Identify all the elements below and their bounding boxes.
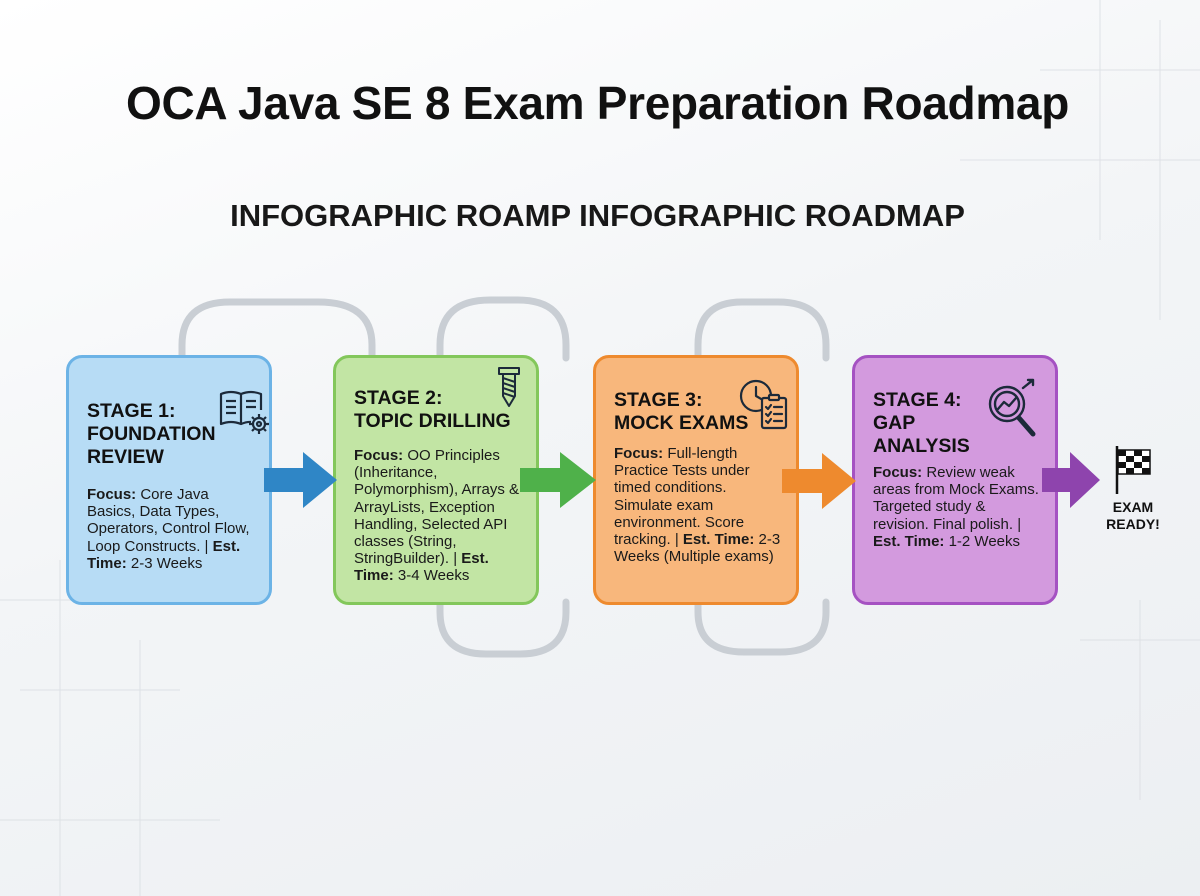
stage-3-description: Focus: Full-length Practice Tests under … — [614, 445, 786, 565]
stage-3-time-text: 2-3 Weeks (Multiple exams) — [614, 531, 781, 566]
stage-1-heading: STAGE 1: FOUNDATION REVIEW — [87, 400, 216, 468]
book-gear-icon — [219, 390, 269, 434]
stage-4-heading: STAGE 4: GAP ANALYSIS — [873, 389, 970, 457]
stage-1-time-label: Est. Time: — [87, 537, 241, 572]
stage-2-card: STAGE 2: TOPIC DRILLING Focus: OO Princi… — [333, 355, 539, 605]
stage-2-description: Focus: OO Principles (Inheritance, Polym… — [354, 447, 526, 585]
stage-4-focus-label: Focus: — [873, 464, 923, 481]
stage-2-focus-text: OO Principles (Inheritance, Polymorphism… — [354, 447, 520, 568]
clock-checklist-icon — [739, 379, 788, 430]
page-title: OCA Java SE 8 Exam Preparation Roadmap — [125, 77, 1070, 129]
arrow-stage-3-to-4 — [782, 453, 856, 509]
stage-1-description: Focus: Core Java Basics, Data Types, Ope… — [87, 486, 259, 572]
screw-icon — [498, 367, 520, 407]
magnifier-chart-icon — [988, 378, 1036, 437]
stage-2-time-label: Est. Time: — [354, 550, 489, 585]
stage-3-focus-text: Full-length Practice Tests under timed c… — [614, 445, 750, 549]
stage-1-card: STAGE 1: FOUNDATION REVIEW Focus: Core J… — [66, 355, 272, 605]
stage-3-card: STAGE 3: MOCK EXAMS Focus: Full-length P… — [593, 355, 799, 605]
stage-2-time-text: 3-4 Weeks — [393, 567, 470, 585]
checkered-flag-icon — [1115, 446, 1151, 494]
page-subtitle: INFOGRAPHIC ROAMP INFOGRAPHIC ROADMAP — [230, 198, 965, 233]
stage-1-focus-text: Core Java Basics, Data Types, Operators,… — [87, 486, 250, 555]
stage-4-time-text: 1-2 Weeks — [944, 532, 1021, 550]
stage-4-time-label: Est. Time: — [873, 532, 945, 550]
stage-3-heading: STAGE 3: MOCK EXAMS — [614, 389, 749, 434]
stage-1-time-text: 2-3 Weeks — [126, 554, 203, 572]
stage-4-focus-text: Review weak areas from Mock Exams. Targe… — [873, 464, 1039, 533]
stage-2-heading: STAGE 2: TOPIC DRILLING — [354, 387, 511, 432]
arrow-stage-2-to-3 — [520, 452, 596, 508]
stage-3-time-label: Est. Time: — [682, 531, 755, 549]
stage-3-focus-label: Focus: — [614, 445, 664, 462]
stage-4-description: Focus: Review weak areas from Mock Exams… — [873, 464, 1045, 550]
arrow-stage-1-to-2 — [264, 452, 337, 508]
exam-ready-label: EXAM READY! — [1106, 499, 1160, 532]
stage-2-focus-label: Focus: — [354, 447, 404, 464]
stage-1-focus-label: Focus: — [87, 486, 137, 503]
arrow-stage-4-to-finish — [1042, 452, 1100, 508]
